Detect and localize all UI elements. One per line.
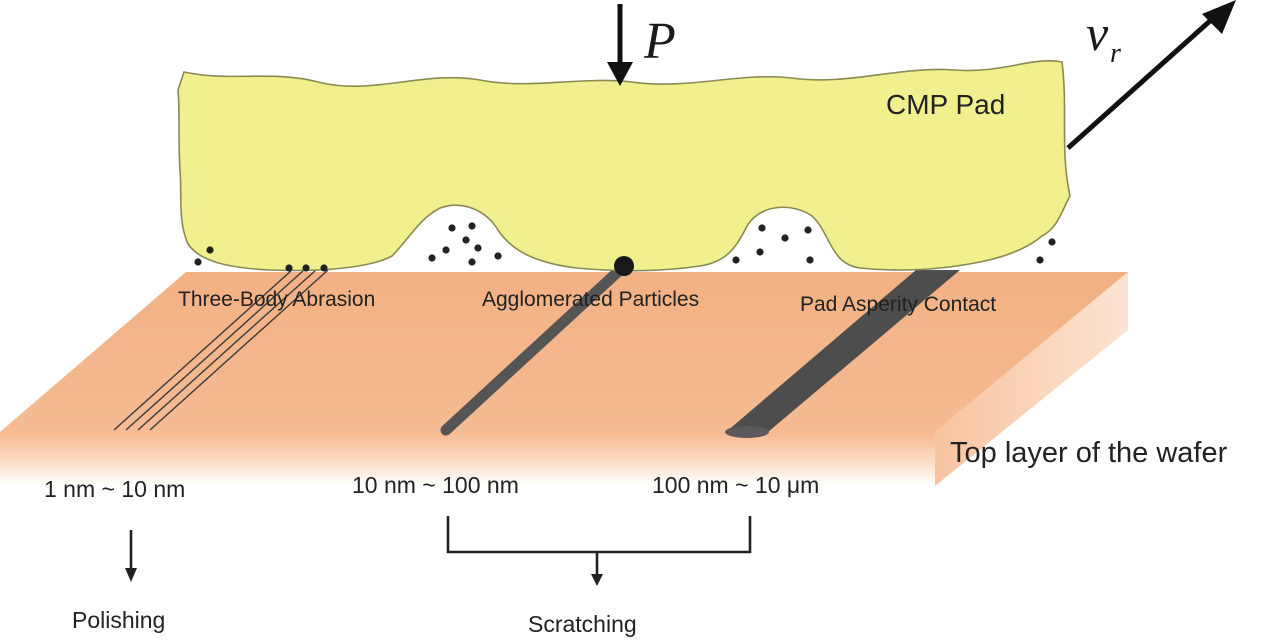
three-body-abrasion-label: Three-Body Abrasion (178, 288, 375, 311)
scratching-arrowhead (591, 574, 603, 586)
agglomerated-particle (614, 256, 634, 276)
pressure-arrow (607, 4, 633, 86)
pressure-symbol: P (643, 13, 676, 70)
scale-medium-label: 10 nm ~ 100 nm (352, 472, 519, 498)
velocity-arrow (1066, 0, 1236, 150)
pad-asperity-scratch-end (725, 426, 769, 438)
three-body-scratch-lines (113, 269, 329, 431)
velocity-subscript: r (1110, 38, 1121, 69)
scale-small-label: 1 nm ~ 10 nm (44, 476, 185, 502)
pad-asperity-contact-label: Pad Asperity Contact (800, 293, 996, 316)
polishing-arrow (125, 530, 137, 582)
pad-asperity-scratch (726, 270, 960, 432)
cmp-pad (177, 60, 1071, 272)
agglomerated-scratch (440, 262, 628, 436)
scratching-bracket (446, 516, 752, 576)
slurry-particles (194, 222, 1056, 272)
cmp-pad-label: CMP Pad (886, 89, 1005, 120)
agglomerated-particles-label: Agglomerated Particles (482, 288, 699, 311)
polishing-label: Polishing (72, 607, 165, 633)
scratching-label: Scratching (528, 611, 637, 637)
wafer-front-face (0, 432, 935, 485)
wafer-top-layer-label: Top layer of the wafer (950, 437, 1228, 469)
velocity-symbol: v (1086, 5, 1109, 61)
wafer-side-face (935, 272, 1128, 486)
scale-large-label: 100 nm ~ 10 μm (652, 472, 819, 498)
